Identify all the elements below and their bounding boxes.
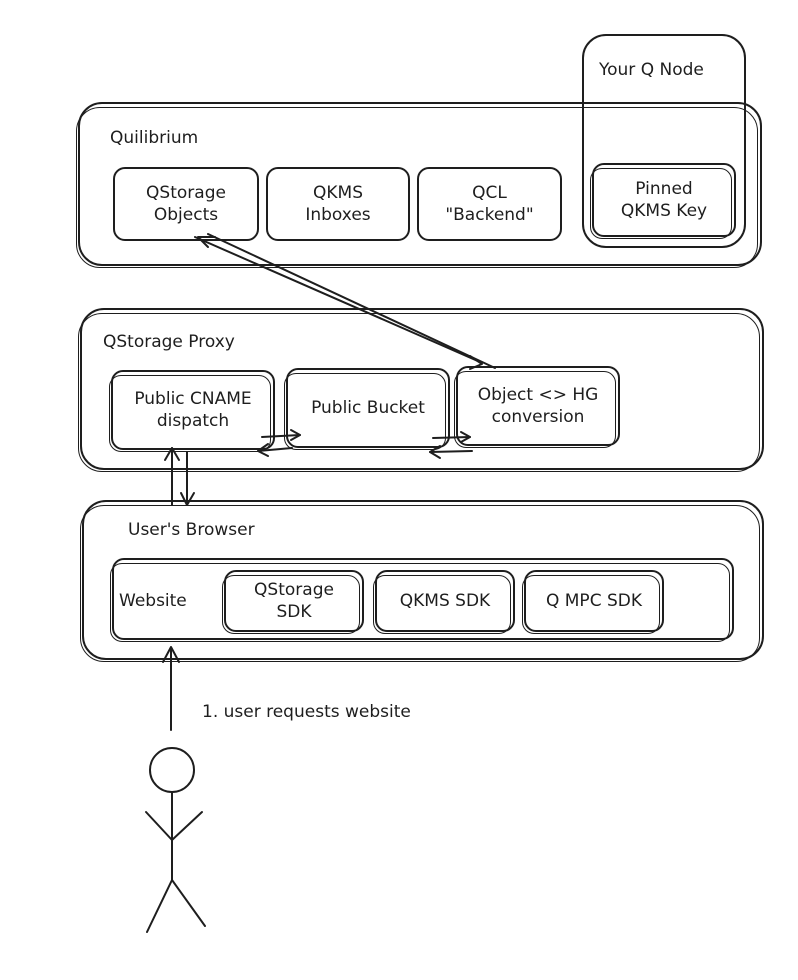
public-bucket-label: Public Bucket bbox=[311, 397, 425, 418]
public-cname-dispatch-label: Public CNAME dispatch bbox=[134, 388, 252, 431]
arrow-objects-to-conversion bbox=[194, 233, 496, 370]
your-q-node-group bbox=[582, 34, 746, 248]
user-stick-figure bbox=[145, 747, 206, 933]
quilibrium-title: Quilibrium bbox=[110, 128, 199, 148]
qcl-backend-node: QCL "Backend" bbox=[417, 167, 562, 241]
qkms-inboxes-label: QKMS Inboxes bbox=[305, 182, 371, 225]
qstorage-objects-node: QStorage Objects bbox=[113, 167, 259, 241]
your-q-node-title: Your Q Node bbox=[599, 60, 704, 80]
qstorage-proxy-title: QStorage Proxy bbox=[103, 332, 235, 352]
public-cname-dispatch-node: Public CNAME dispatch bbox=[109, 370, 275, 452]
arrow-bucket-conversion bbox=[429, 431, 473, 459]
step1-label: 1. user requests website bbox=[202, 702, 411, 722]
q-mpc-sdk-label: Q MPC SDK bbox=[545, 590, 642, 611]
arrow-cname-bucket bbox=[257, 429, 301, 457]
qkms-inboxes-node: QKMS Inboxes bbox=[266, 167, 410, 241]
public-bucket-node: Public Bucket bbox=[284, 368, 450, 450]
qstorage-sdk-label: QStorage SDK bbox=[254, 579, 334, 622]
users-browser-title: User's Browser bbox=[128, 520, 255, 540]
website-label: Website bbox=[119, 591, 187, 611]
arrow-proxy-browser bbox=[164, 447, 195, 506]
pinned-qkms-key-node: Pinned QKMS Key bbox=[590, 163, 736, 239]
arrow-user-request bbox=[162, 646, 180, 731]
qstorage-sdk-node: QStorage SDK bbox=[222, 570, 364, 634]
qstorage-objects-label: QStorage Objects bbox=[146, 182, 226, 225]
qkms-sdk-label: QKMS SDK bbox=[399, 590, 491, 611]
qcl-backend-label: QCL "Backend" bbox=[445, 182, 534, 225]
pinned-qkms-key-label: Pinned QKMS Key bbox=[620, 178, 708, 221]
object-hg-conversion-label: Object <> HG conversion bbox=[477, 384, 599, 427]
